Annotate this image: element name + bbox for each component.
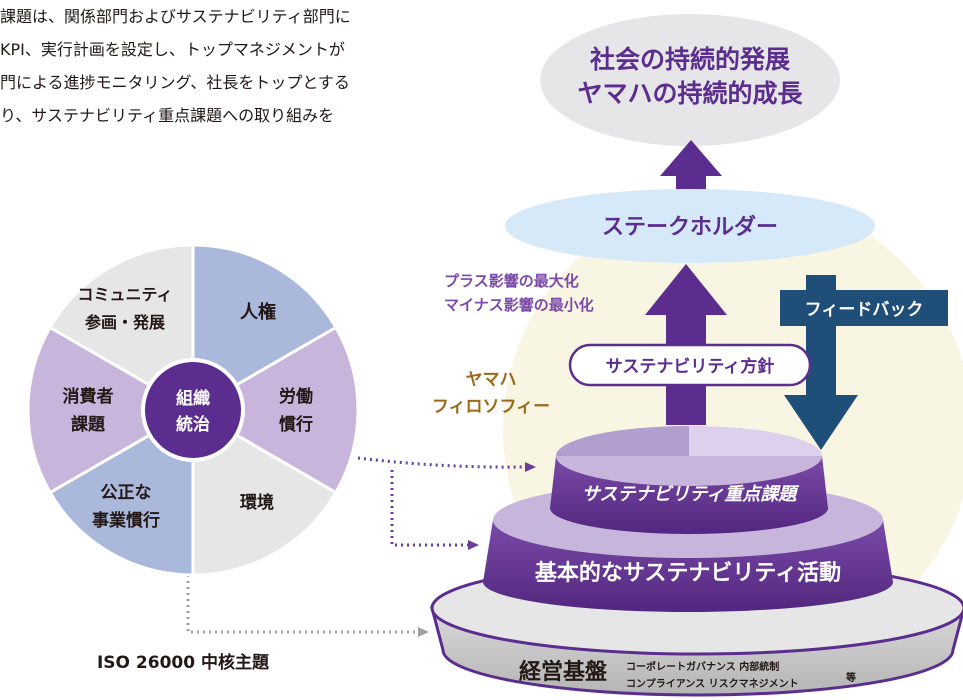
policy-pill xyxy=(568,343,812,387)
segment-community-line1: コミュニティ xyxy=(77,285,172,304)
wheel-segment xyxy=(48,407,195,577)
feedback-arrow xyxy=(784,275,858,450)
connector-top-tier xyxy=(357,456,526,469)
intro-line: 課題は、関係部門およびサステナビリティ部門に xyxy=(0,7,351,26)
base-items-line1: コーポレートガバナンス 内部統制 xyxy=(626,660,779,673)
connector-arrowhead xyxy=(525,462,536,472)
wheel-center xyxy=(141,358,245,462)
base-items-line2: コンプライアンス リスクマネジメント xyxy=(626,677,799,690)
segment-fair-practice-line1: 公正な xyxy=(101,483,152,503)
connector-arrowhead xyxy=(418,627,429,637)
impact-line1: プラス影響の最大化 xyxy=(444,272,579,290)
stakeholder-label: ステークホルダー xyxy=(602,214,778,240)
wheel-segment xyxy=(191,243,338,413)
segment-consumer-line1: 消費者 xyxy=(63,386,114,407)
wheel-center-line2: 統治 xyxy=(176,414,210,435)
goal-line2: ヤマハの持続的成長 xyxy=(577,79,803,108)
wheel-segment xyxy=(189,325,360,495)
wheel-center-line1: 組織 xyxy=(176,388,210,409)
base-title: 経営基盤 xyxy=(519,659,608,685)
iso-wheel xyxy=(26,243,360,577)
intro-line: り、サステナビリティ重点課題への取り組みを xyxy=(0,106,335,125)
top-tier-facet xyxy=(689,426,822,456)
stakeholder-ellipse xyxy=(505,189,875,263)
goal-ellipse xyxy=(540,14,840,146)
segment-human-rights: 人権 xyxy=(240,301,276,323)
segment-labour-line2: 慣行 xyxy=(279,414,313,435)
top-tier-label: サステナビリティ重点課題 xyxy=(582,484,801,505)
segment-fair-practice-line2: 事業慣行 xyxy=(92,510,160,531)
philosophy-line2: フィロソフィー xyxy=(432,397,550,417)
wheel-segment xyxy=(48,243,195,413)
segment-consumer-line2: 課題 xyxy=(71,414,106,435)
goal-line1: 社会の持続的発展 xyxy=(590,45,790,74)
connector-middle-tier xyxy=(390,470,468,547)
intro-line: KPI、実行計画を設定し、トップマネジメントが xyxy=(0,40,345,59)
connector-arrowhead xyxy=(468,540,479,550)
middle-tier-label: 基本的なサステナビリティ活動 xyxy=(535,560,841,586)
segment-labour-line1: 労働 xyxy=(279,386,313,407)
wheel-segment xyxy=(191,407,338,577)
feedback-label: フィードバック xyxy=(805,300,924,320)
segment-environment: 環境 xyxy=(240,492,274,513)
wheel-segment xyxy=(26,325,197,495)
segment-community-line2: 参画・発展 xyxy=(85,313,166,332)
intro-line: 門による進捗モニタリング、社長をトップとする xyxy=(0,73,350,92)
policy-label: サステナビリティ方針 xyxy=(606,356,775,377)
base-etc: 等 xyxy=(846,671,856,684)
connector-base-tier xyxy=(186,575,418,634)
up-arrow-goal xyxy=(660,140,722,192)
impact-line2: マイナス影響の最小化 xyxy=(444,296,594,314)
top-tier-facet xyxy=(556,426,689,456)
wheel-caption: ISO 26000 中核主題 xyxy=(97,652,270,673)
intro-text: 課題は、関係部門およびサステナビリティ部門に KPI、実行計画を設定し、トップマ… xyxy=(0,0,470,132)
feedback-label-box xyxy=(780,290,948,326)
philosophy-line1: ヤマハ xyxy=(466,370,517,390)
